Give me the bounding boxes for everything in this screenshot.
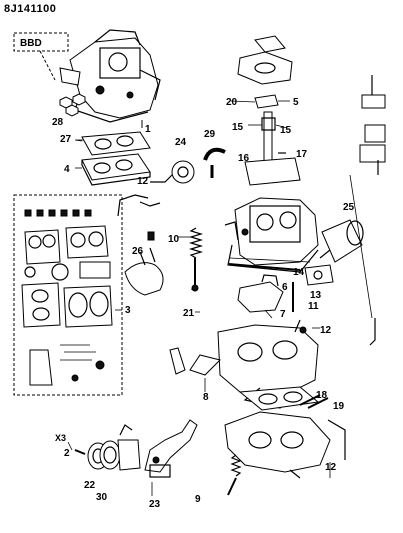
bearings-22-30	[74, 424, 141, 471]
callout-17: 17	[296, 149, 308, 160]
callout-14: 14	[293, 267, 305, 278]
callout-8: 8	[203, 392, 209, 403]
lever-assembly	[349, 75, 386, 346]
choke-parts	[150, 147, 226, 184]
callout-4: 4	[64, 164, 70, 175]
carburetor-assembly	[59, 29, 161, 128]
gasket-27	[74, 131, 151, 156]
callout-30: 30	[96, 492, 108, 503]
callout-5: 5	[293, 97, 299, 108]
callout-13: 13	[310, 290, 322, 301]
kit-small-parts	[24, 209, 92, 217]
callout-1: 1	[145, 124, 151, 135]
gasket-kit-3	[13, 194, 123, 396]
callout-25: 25	[343, 202, 355, 213]
callout-16: 16	[238, 153, 250, 164]
carburetor-body	[224, 197, 319, 273]
callout-labels: 1 2 3 4 5 6 7 8 9 10 11 12 12 12 13 14 1…	[52, 97, 355, 510]
callout-6: 6	[282, 282, 288, 293]
lever-23	[144, 419, 198, 478]
callout-3: 3	[125, 305, 131, 316]
lower-throttle-body	[224, 394, 346, 479]
callout-22: 22	[84, 480, 96, 491]
callout-18: 18	[316, 390, 328, 401]
callout-10: 10	[168, 234, 180, 245]
callout-21: 21	[183, 308, 195, 319]
throttle-body	[169, 319, 319, 409]
multiplier-label: X3	[55, 433, 66, 443]
callout-15-right: 15	[280, 125, 292, 136]
callout-29: 29	[204, 129, 216, 140]
screw-9	[227, 454, 242, 496]
nuts-28	[59, 93, 86, 117]
bbd-tag: BBD	[13, 32, 69, 81]
callout-27: 27	[60, 134, 72, 145]
callout-26: 26	[132, 246, 144, 257]
callout-12-upper: 12	[137, 176, 149, 187]
callout-12-lower: 12	[325, 462, 337, 473]
pump-6	[237, 274, 284, 319]
spacer-4	[75, 153, 151, 186]
callout-15-left: 15	[232, 122, 244, 133]
diagram-code: 8J141100	[4, 3, 57, 15]
callout-20: 20	[226, 97, 238, 108]
callout-24: 24	[175, 137, 187, 148]
callout-2: 2	[64, 448, 70, 459]
link-12-upper	[117, 194, 161, 217]
spring-10	[188, 227, 204, 292]
linkage-26	[124, 231, 164, 296]
air-horn-parts	[237, 35, 301, 186]
callout-7: 7	[280, 309, 286, 320]
leader-lines	[67, 100, 331, 496]
callout-28: 28	[52, 117, 64, 128]
callout-23: 23	[149, 499, 161, 510]
callout-11: 11	[308, 301, 319, 312]
callout-19: 19	[333, 401, 345, 412]
solenoid-25	[319, 219, 364, 263]
callout-12-mid: 12	[320, 325, 332, 336]
bbd-tag-label: BBD	[20, 38, 42, 49]
callout-9: 9	[195, 494, 201, 505]
gasket-14	[304, 264, 334, 286]
